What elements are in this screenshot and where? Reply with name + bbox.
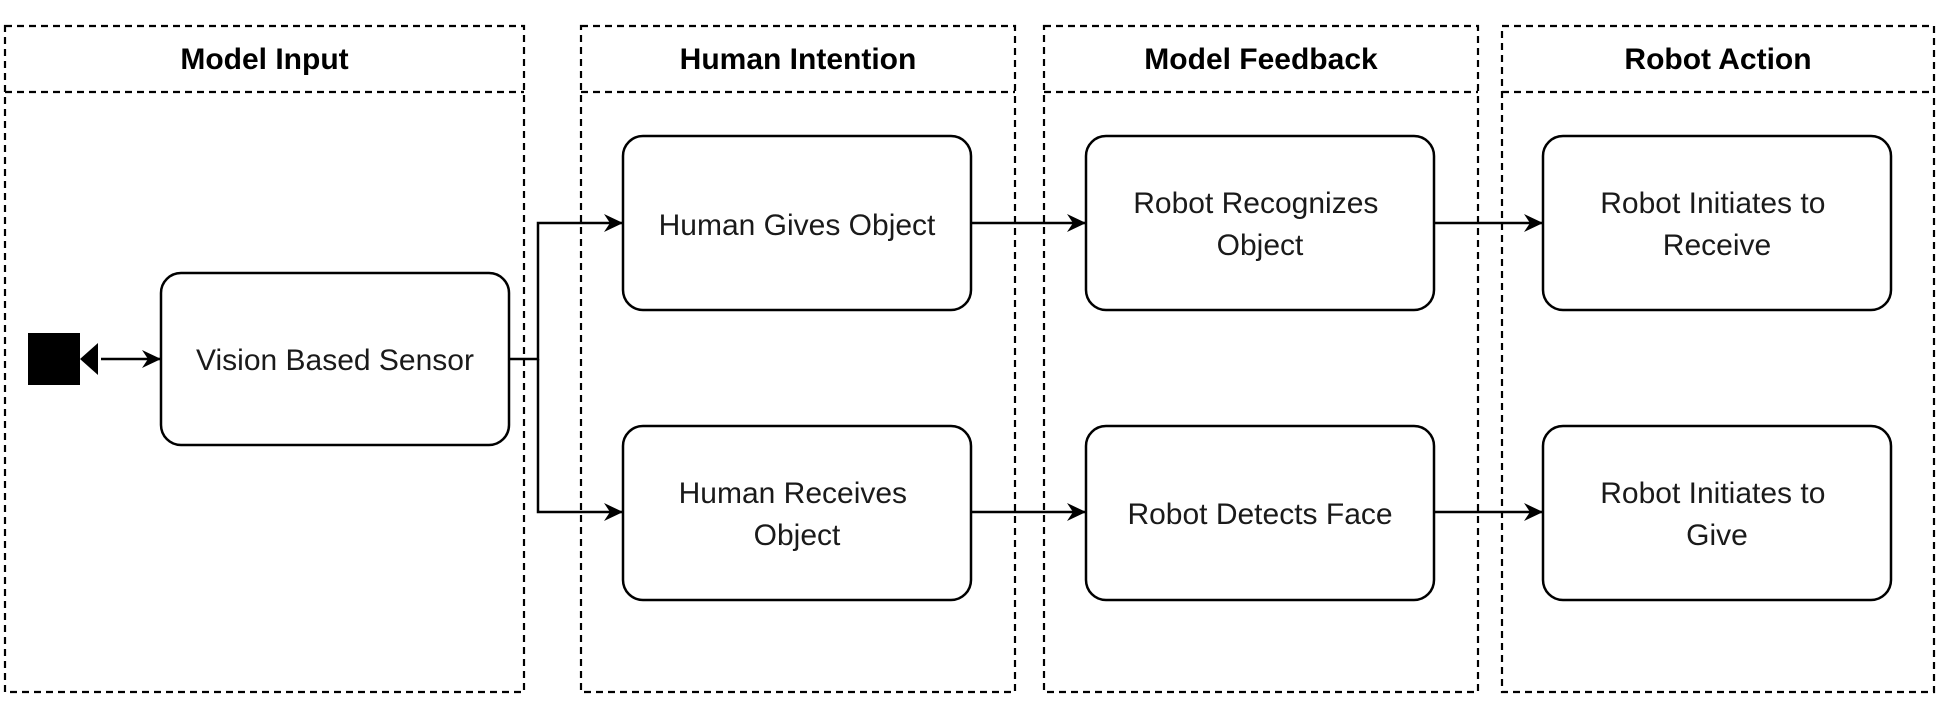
node-label: Human Receives Object [679, 477, 916, 552]
node-label: Robot Recognizes Object [1133, 187, 1387, 262]
lane-human-intention: Human Intention [579, 24, 1017, 694]
node-robot-detects-face: Robot Detects Face [1084, 424, 1436, 602]
node-robot-initiates-to-give: Robot Initiates to Give [1541, 424, 1893, 602]
lane-model-feedback: Model Feedback [1042, 24, 1480, 694]
lane-title: Model Feedback [1144, 43, 1378, 76]
lane-title: Human Intention [680, 43, 917, 76]
lane-title: Robot Action [1624, 43, 1811, 76]
node-human-receives-object: Human Receives Object [621, 424, 973, 602]
node-label: Human Gives Object [659, 209, 936, 242]
node-label: Vision Based Sensor [196, 344, 474, 377]
node-robot-recognizes-object: Robot Recognizes Object [1084, 134, 1436, 312]
node-label: Robot Initiates to Give [1600, 477, 1833, 552]
video-camera-icon [28, 333, 98, 385]
node-vision-based-sensor: Vision Based Sensor [159, 271, 511, 447]
node-human-gives-object: Human Gives Object [621, 134, 973, 312]
lane-robot-action: Robot Action [1500, 24, 1936, 694]
edge-sensor-to-human-receives [536, 359, 623, 521]
edge-sensor-to-human-gives [509, 214, 623, 361]
node-label: Robot Detects Face [1127, 498, 1392, 531]
node-label: Robot Initiates to Receive [1600, 187, 1833, 262]
lane-title: Model Input [180, 43, 348, 76]
node-robot-initiates-to-receive: Robot Initiates to Receive [1541, 134, 1893, 312]
